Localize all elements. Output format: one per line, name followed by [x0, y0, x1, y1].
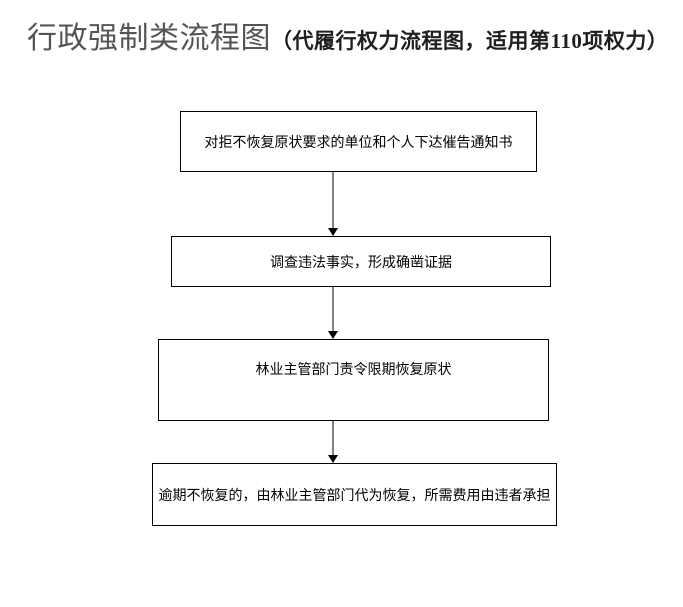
arrow-down-icon: [328, 228, 338, 236]
flow-step-1-label: 对拒不恢复原状要求的单位和个人下达催告通知书: [204, 133, 513, 150]
arrow-shaft: [332, 287, 334, 331]
flow-step-3: 林业主管部门责令限期恢复原状: [158, 339, 549, 421]
flow-step-4-label: 逾期不恢复的，由林业主管部门代为恢复，所需费用由违者承担: [158, 486, 551, 503]
arrow-shaft: [332, 421, 334, 455]
flow-step-3-label: 林业主管部门责令限期恢复原状: [255, 361, 452, 377]
arrow-shaft: [332, 172, 334, 228]
arrow-down-icon: [328, 455, 338, 463]
flow-step-2: 调查违法事实，形成确凿证据: [171, 236, 551, 287]
page-title: 行政强制类流程图（代履行权力流程图，适用第110项权力）: [27, 13, 668, 57]
flow-step-1: 对拒不恢复原状要求的单位和个人下达催告通知书: [180, 111, 537, 172]
flow-arrow-2-3: [328, 287, 338, 339]
page-title-sub: （代履行权力流程图，适用第110项权力）: [271, 29, 669, 53]
page-title-main: 行政强制类流程图: [27, 22, 271, 55]
flow-step-2-label: 调查违法事实，形成确凿证据: [270, 253, 452, 270]
arrow-down-icon: [328, 331, 338, 339]
flow-arrow-1-2: [328, 172, 338, 236]
flow-step-4: 逾期不恢复的，由林业主管部门代为恢复，所需费用由违者承担: [152, 463, 557, 526]
flow-arrow-3-4: [328, 421, 338, 463]
